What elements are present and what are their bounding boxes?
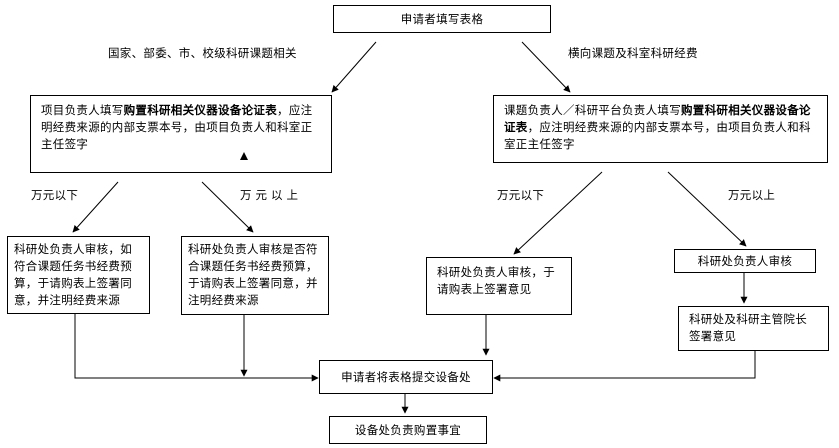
- box-rr-sign-text: 科研处及科研主管院长签署意见: [689, 312, 807, 343]
- label-left-below: 万元以下: [31, 188, 79, 202]
- box-final: 设备处负责购置事宜: [329, 416, 487, 444]
- label-right-below: 万元以下: [497, 188, 545, 202]
- label-left-above: 万元以上: [240, 188, 302, 202]
- arrow-right-to-rr1: [667, 171, 747, 247]
- box-final-text: 设备处负责购置事宜: [354, 422, 462, 437]
- box-lr-review: 科研处负责人审核是否符合课题任务书经费预算，于请购表上签署同意，并注明经费来源: [181, 236, 329, 315]
- arrow-left-to-lr: [201, 181, 254, 233]
- box-right-leader-form: 课题负责人／科研平台负责人填写购置科研相关仪器设备论证表，应注明经费来源的内部支…: [493, 95, 828, 163]
- arrow-left-to-ll: [72, 181, 119, 233]
- left-leader-text-c: ，应注明经费来源的内部支票本号，由项目负责人和科室正主任签字: [41, 103, 313, 151]
- box-rr-review-text: 科研处负责人审核: [697, 253, 793, 268]
- arrow-top-to-left: [331, 41, 377, 93]
- arrow-top-to-right: [521, 41, 571, 93]
- box-fill-form: 申请者填写表格: [333, 5, 551, 33]
- box-submit-text: 申请者将表格提交设备处: [341, 369, 471, 384]
- label-national-projects: 国家、部委、市、校级科研课题相关: [108, 46, 297, 60]
- right-leader-text-c: ，应注明经费来源的内部支票本号，由项目负责人和科室正主任签字: [504, 120, 811, 151]
- box-lr-review-text: 科研处负责人审核是否符合课题任务书经费预算，于请购表上签署同意，并注明经费来源: [188, 242, 318, 307]
- cursor-mark-icon: [240, 152, 248, 160]
- box-rr-review: 科研处负责人审核: [674, 249, 816, 273]
- left-leader-text-a: 项目负责人填写: [41, 103, 124, 117]
- box-submit: 申请者将表格提交设备处: [319, 360, 493, 394]
- right-leader-text-a: 课题负责人／科研平台负责人填写: [504, 103, 681, 117]
- line-rr2-to-submit: [493, 351, 756, 382]
- box-ll-review-text: 科研处负责人审核，如符合课题任务书经费预算，于请购表上签署同意，并注明经费来源: [14, 242, 132, 307]
- label-right-above: 万元以上: [728, 188, 776, 202]
- box-left-leader-form: 项目负责人填写购置科研相关仪器设备论证表，应注明经费来源的内部支票本号，由项目负…: [30, 95, 332, 173]
- box-rl-review: 科研处负责人审核，于请购表上签署意见: [426, 257, 572, 315]
- arrow-right-to-rl: [513, 171, 603, 255]
- line-ll-to-submit: [74, 314, 319, 382]
- right-leader-text-b: 购置科研相关仪器设备论证表: [504, 103, 811, 134]
- label-horizontal-projects: 横向课题及科室科研经费: [568, 46, 698, 60]
- box-ll-review: 科研处负责人审核，如符合课题任务书经费预算，于请购表上签署同意，并注明经费来源: [7, 236, 150, 314]
- left-leader-text-b: 购置科研相关仪器设备论证表: [123, 103, 278, 117]
- box-rl-review-text: 科研处负责人审核，于请购表上签署意见: [437, 265, 555, 296]
- box-rr-sign: 科研处及科研主管院长签署意见: [678, 306, 829, 351]
- box-fill-form-text: 申请者填写表格: [400, 11, 484, 26]
